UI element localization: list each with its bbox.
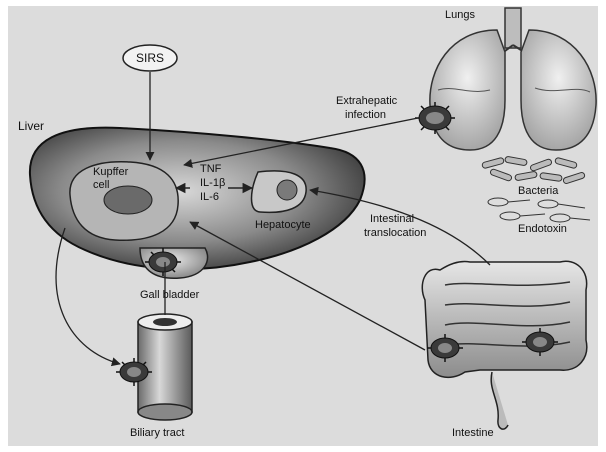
label-il1: IL-1β bbox=[200, 177, 225, 189]
label-intestinal-line1: Intestinal bbox=[370, 213, 414, 225]
label-extrahepatic-line1: Extrahepatic bbox=[336, 95, 398, 107]
label-kupffer-line2: cell bbox=[93, 179, 110, 191]
label-lungs: Lungs bbox=[445, 9, 475, 21]
trachea bbox=[505, 8, 521, 48]
label-biliary-tract: Biliary tract bbox=[130, 427, 184, 439]
label-kupffer-line1: Kupffer bbox=[93, 166, 129, 178]
kupffer-nucleus bbox=[104, 186, 152, 214]
label-liver: Liver bbox=[18, 119, 44, 133]
label-sirs: SIRS bbox=[136, 51, 164, 65]
label-tnf: TNF bbox=[200, 163, 222, 175]
label-il6: IL-6 bbox=[200, 191, 219, 203]
label-gall-bladder: Gall bladder bbox=[140, 289, 200, 301]
label-endotoxin: Endotoxin bbox=[518, 223, 567, 235]
label-hepatocyte: Hepatocyte bbox=[255, 219, 311, 231]
label-intestinal-line2: translocation bbox=[364, 227, 426, 239]
label-extrahepatic-line2: infection bbox=[345, 109, 386, 121]
label-intestine: Intestine bbox=[452, 427, 494, 439]
hepatocyte-nucleus bbox=[277, 180, 297, 200]
label-bacteria: Bacteria bbox=[518, 185, 559, 197]
pathogen-lung bbox=[415, 102, 455, 134]
